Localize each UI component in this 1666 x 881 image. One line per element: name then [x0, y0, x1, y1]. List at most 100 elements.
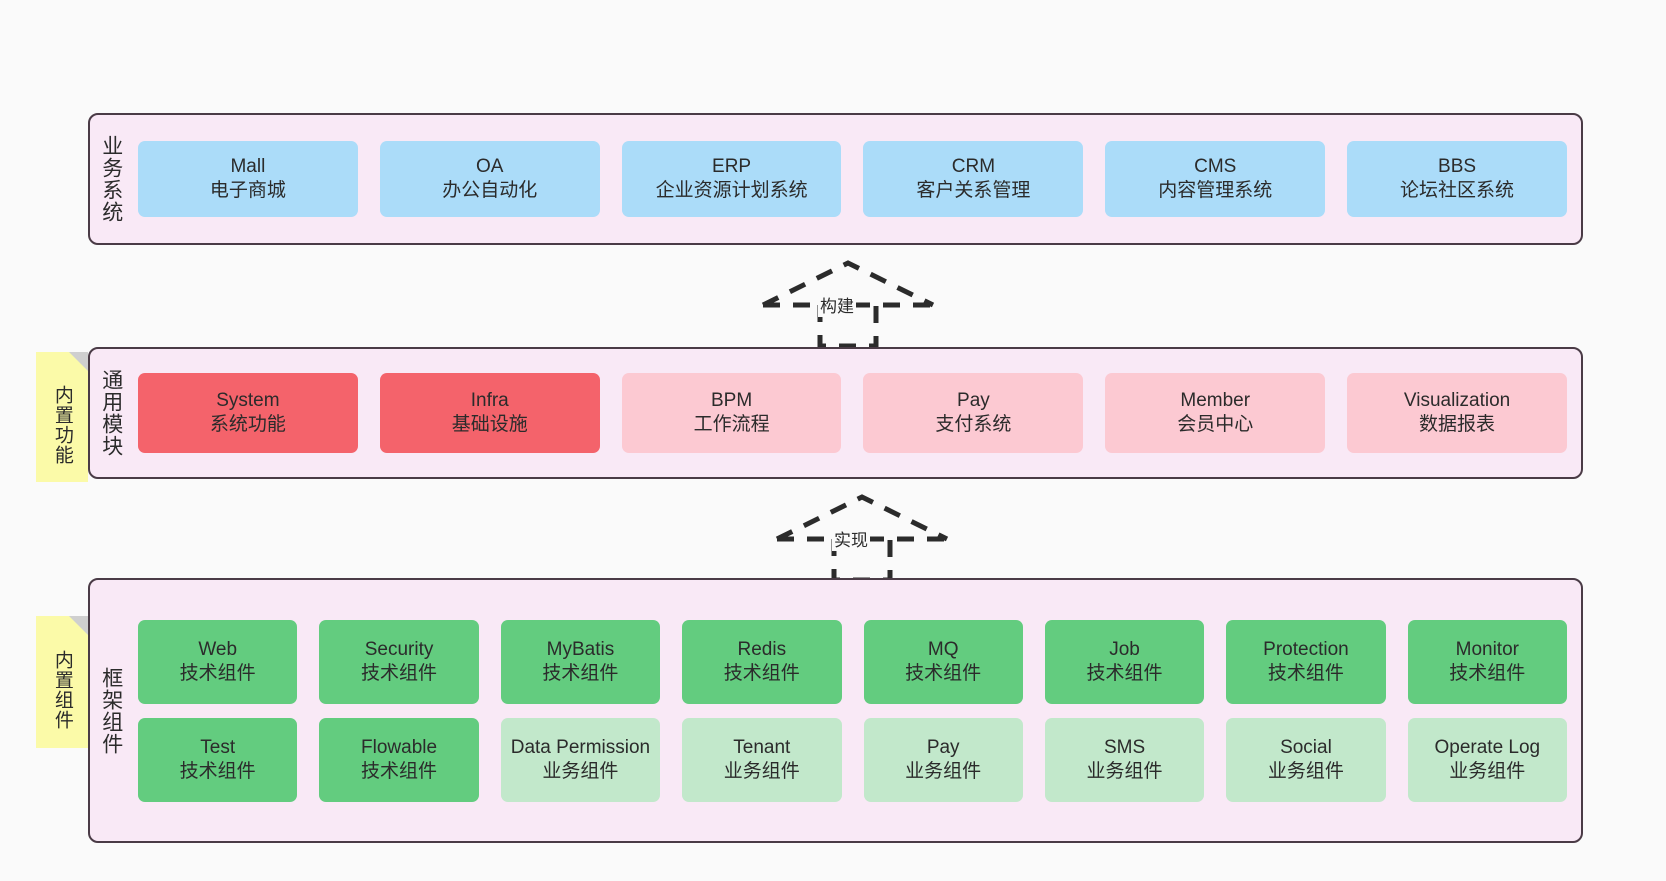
- card-bpm[interactable]: BPM 工作流程: [621, 373, 842, 453]
- card-system[interactable]: System 系统功能: [138, 373, 358, 453]
- card-mall[interactable]: Mall 电子商城: [138, 141, 358, 217]
- card-title: ERP: [712, 156, 752, 178]
- card-monitor[interactable]: Monitor 技术组件: [1407, 619, 1567, 704]
- card-data-permission[interactable]: Data Permission 业务组件: [500, 717, 661, 802]
- card-title: Infra: [470, 390, 509, 412]
- card-tenant[interactable]: Tenant 业务组件: [682, 717, 842, 802]
- card-subtitle: 技术组件: [179, 760, 256, 782]
- card-flowable[interactable]: Flowable 技术组件: [319, 717, 479, 802]
- card-cms[interactable]: CMS 内容管理系统: [1105, 141, 1326, 217]
- card-title: OA: [476, 156, 504, 178]
- layer-common-modules: 通用模块 System 系统功能 Infra 基础设施 BPM 工作流程 Pay…: [88, 347, 1583, 479]
- connector-build-label: 构建: [818, 292, 856, 317]
- card-title: Web: [198, 638, 238, 660]
- card-subtitle: 技术组件: [361, 760, 438, 782]
- card-subtitle: 系统功能: [209, 414, 286, 435]
- card-pay[interactable]: Pay 支付系统: [863, 373, 1084, 453]
- card-row: Web 技术组件 Security 技术组件 MyBatis 技术组件 Redi…: [138, 619, 1567, 704]
- note-builtin-features: 内置功能: [36, 352, 88, 482]
- realization-arrow-icon: [761, 260, 935, 349]
- card-title: Flowable: [361, 736, 438, 758]
- card-subtitle: 技术组件: [905, 662, 982, 684]
- card-title: Security: [364, 638, 434, 660]
- layer-body-business: Mall 电子商城 OA 办公自动化 ERP 企业资源计划系统 CRM 客户关系…: [132, 115, 1581, 243]
- connector-implement: 实现: [772, 492, 952, 583]
- card-title: Data Permission: [510, 736, 651, 758]
- card-title: Job: [1109, 638, 1140, 660]
- card-subtitle: 业务组件: [723, 760, 800, 782]
- card-subtitle: 业务组件: [1267, 760, 1344, 782]
- card-title: BPM: [710, 390, 753, 412]
- card-subtitle: 论坛社区系统: [1400, 180, 1515, 201]
- card-subtitle: 技术组件: [1267, 662, 1344, 684]
- card-member[interactable]: Member 会员中心: [1105, 373, 1326, 453]
- card-title: Member: [1180, 390, 1251, 412]
- card-pay-business[interactable]: Pay 业务组件: [863, 717, 1023, 802]
- note-label: 内置组件: [51, 650, 73, 730]
- card-subtitle: 技术组件: [1449, 662, 1526, 684]
- layer-title-modules: 通用模块: [99, 369, 123, 457]
- card-job[interactable]: Job 技术组件: [1044, 619, 1205, 704]
- layer-title-business: 业务系统: [99, 135, 123, 223]
- note-label: 内置功能: [51, 385, 73, 465]
- layer-business-systems: 业务系统 Mall 电子商城 OA 办公自动化 ERP 企业资源计划系统 CRM…: [88, 113, 1583, 245]
- connector-implement-label: 实现: [832, 526, 870, 551]
- card-title: SMS: [1103, 736, 1146, 758]
- card-subtitle: 工作流程: [693, 414, 770, 435]
- card-title: Test: [200, 736, 236, 758]
- card-subtitle: 电子商城: [209, 180, 286, 201]
- card-test[interactable]: Test 技术组件: [138, 717, 298, 802]
- card-subtitle: 办公自动化: [442, 180, 538, 201]
- card-title: BBS: [1438, 156, 1477, 178]
- card-row: Mall 电子商城 OA 办公自动化 ERP 企业资源计划系统 CRM 客户关系…: [138, 141, 1567, 217]
- card-subtitle: 业务组件: [542, 760, 619, 782]
- card-title: Mall: [230, 156, 266, 178]
- card-crm[interactable]: CRM 客户关系管理: [863, 141, 1084, 217]
- card-mq[interactable]: MQ 技术组件: [863, 619, 1023, 704]
- card-erp[interactable]: ERP 企业资源计划系统: [621, 141, 842, 217]
- card-subtitle: 企业资源计划系统: [655, 180, 808, 201]
- card-redis[interactable]: Redis 技术组件: [682, 619, 842, 704]
- card-title: Redis: [737, 638, 787, 660]
- card-title: CMS: [1194, 156, 1237, 178]
- card-subtitle: 会员中心: [1177, 414, 1254, 435]
- card-operate-log[interactable]: Operate Log 业务组件: [1407, 717, 1567, 802]
- card-title: MyBatis: [546, 638, 615, 660]
- card-title: Operate Log: [1434, 736, 1541, 758]
- card-subtitle: 业务组件: [1449, 760, 1526, 782]
- card-subtitle: 支付系统: [935, 414, 1012, 435]
- card-social[interactable]: Social 业务组件: [1226, 717, 1386, 802]
- card-visualization[interactable]: Visualization 数据报表: [1347, 373, 1567, 453]
- layer-framework-components: 框架组件 Web 技术组件 Security 技术组件 MyBatis 技术组件…: [88, 578, 1583, 843]
- layer-title-framework: 框架组件: [99, 666, 123, 755]
- card-subtitle: 技术组件: [179, 662, 256, 684]
- card-subtitle: 内容管理系统: [1158, 180, 1273, 201]
- card-title: Pay: [957, 390, 990, 412]
- card-sms[interactable]: SMS 业务组件: [1044, 717, 1205, 802]
- card-mybatis[interactable]: MyBatis 技术组件: [500, 619, 661, 704]
- card-protection[interactable]: Protection 技术组件: [1226, 619, 1386, 704]
- card-subtitle: 技术组件: [1086, 662, 1163, 684]
- card-title: Tenant: [733, 736, 791, 758]
- card-subtitle: 技术组件: [542, 662, 619, 684]
- note-builtin-components: 内置组件: [36, 616, 88, 748]
- card-bbs[interactable]: BBS 论坛社区系统: [1347, 141, 1567, 217]
- card-subtitle: 业务组件: [1086, 760, 1163, 782]
- card-title: MQ: [927, 638, 959, 660]
- card-title: Social: [1280, 736, 1332, 758]
- card-title: Monitor: [1455, 638, 1519, 660]
- card-oa[interactable]: OA 办公自动化: [379, 141, 600, 217]
- card-infra[interactable]: Infra 基础设施: [379, 373, 600, 453]
- card-title: CRM: [951, 156, 996, 178]
- card-subtitle: 技术组件: [361, 662, 438, 684]
- card-subtitle: 客户关系管理: [916, 180, 1031, 201]
- card-subtitle: 基础设施: [451, 414, 528, 435]
- connector-build: 构建: [758, 258, 938, 349]
- card-row: System 系统功能 Infra 基础设施 BPM 工作流程 Pay 支付系统…: [138, 373, 1567, 453]
- card-title: System: [216, 390, 280, 412]
- card-title: Pay: [926, 736, 960, 758]
- card-security[interactable]: Security 技术组件: [319, 619, 479, 704]
- card-web[interactable]: Web 技术组件: [138, 619, 298, 704]
- card-subtitle: 技术组件: [723, 662, 800, 684]
